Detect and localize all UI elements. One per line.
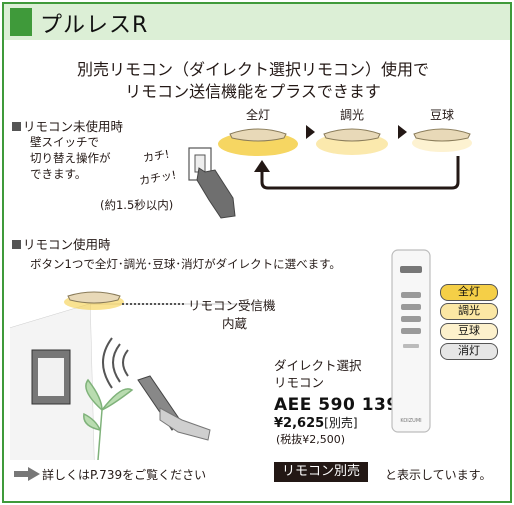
page-title: プルレスR bbox=[40, 13, 149, 38]
light-dim-fixture bbox=[323, 128, 381, 142]
mode-label-dim: 調光 bbox=[339, 108, 364, 122]
product-title-line: リモコン bbox=[274, 375, 325, 390]
product-title: ダイレクト選択 リモコン bbox=[274, 357, 362, 391]
desc-line: 切り替え操作が bbox=[30, 151, 111, 165]
remote-brand: KOIZUMI bbox=[400, 418, 421, 424]
light-full-fixture bbox=[229, 128, 287, 142]
hand-arm-icon bbox=[159, 407, 211, 441]
remote-button bbox=[401, 328, 421, 334]
ceiling-light-icon bbox=[67, 291, 121, 304]
light-night-fixture bbox=[413, 128, 471, 142]
section-title-text: リモコン未使用時 bbox=[23, 119, 124, 134]
remote-option-night: 豆球 bbox=[440, 323, 498, 340]
light-modes-illustration bbox=[218, 128, 472, 190]
mode-arrow-icon bbox=[306, 125, 315, 139]
square-bullet-icon bbox=[12, 240, 21, 249]
remote-button bbox=[401, 304, 421, 310]
with-remote-description: ボタン1つで全灯･調光･豆球･消灯がダイレクトに選べます。 bbox=[30, 257, 341, 271]
receiver-leader-line bbox=[122, 303, 184, 305]
cycle-return-arrow bbox=[260, 156, 460, 190]
remote-option-dim: 調光 bbox=[440, 303, 498, 320]
remote-slot bbox=[403, 344, 419, 348]
remote-top-button bbox=[400, 266, 422, 273]
header-accent-bar bbox=[10, 8, 32, 36]
click-sound-1: カチ! bbox=[142, 148, 170, 165]
receiver-label: リモコン受信機 bbox=[188, 298, 276, 313]
header-band: プルレスR bbox=[4, 4, 510, 40]
footer-suffix: と表示しています。 bbox=[385, 468, 492, 482]
price-value: ¥2,625 bbox=[274, 416, 325, 431]
receiver-label-2: 内蔵 bbox=[222, 316, 248, 331]
product-title-line: ダイレクト選択 bbox=[274, 358, 362, 373]
cycle-arrow-head-icon bbox=[254, 160, 270, 172]
headline-line-2: リモコン送信機能をプラスできます bbox=[125, 82, 381, 101]
footer-reference-note: 詳しくはP.739をご覧ください bbox=[42, 468, 207, 482]
remote-sold-separately-badge: リモコン別売 bbox=[274, 462, 369, 482]
time-note: (約1.5秒以内) bbox=[100, 198, 174, 212]
product-code: AEE 590 139 bbox=[274, 395, 399, 415]
section-title-no-remote: リモコン未使用時 bbox=[12, 116, 123, 135]
price-tag: [別売] bbox=[324, 416, 358, 430]
remote-control-illustration: KOIZUMI bbox=[391, 249, 431, 433]
mode-label-full: 全灯 bbox=[245, 108, 270, 122]
click-sound-2: カチッ! bbox=[138, 168, 177, 187]
picture-frame-inner bbox=[38, 358, 64, 396]
square-bullet-icon bbox=[12, 122, 21, 131]
remote-body bbox=[391, 249, 431, 433]
section-title-text: リモコン使用時 bbox=[23, 237, 111, 252]
mode-arrow-icon bbox=[398, 125, 407, 139]
remote-option-off: 消灯 bbox=[440, 343, 498, 360]
section-title-with-remote: リモコン使用時 bbox=[12, 234, 111, 253]
footer-arrow-icon bbox=[14, 467, 40, 481]
mode-label-night: 豆球 bbox=[429, 108, 454, 122]
desc-line: できます。 bbox=[30, 167, 87, 181]
plant-icon bbox=[83, 378, 134, 461]
room-illustration bbox=[9, 291, 260, 461]
product-tax-note: (税抜¥2,500) bbox=[276, 433, 346, 446]
wall-switch-illustration: カチ! カチッ! bbox=[138, 147, 236, 219]
remote-button bbox=[401, 316, 421, 322]
no-remote-description: 壁スイッチで 切り替え操作が できます。 bbox=[30, 134, 111, 182]
hand-icon bbox=[196, 167, 236, 219]
remote-option-full: 全灯 bbox=[440, 284, 498, 301]
desc-line: 壁スイッチで bbox=[30, 135, 99, 149]
headline-line-1: 別売リモコン（ダイレクト選択リモコン）使用で bbox=[76, 60, 429, 79]
signal-waves-icon bbox=[102, 337, 129, 389]
remote-button bbox=[401, 292, 421, 298]
product-price: ¥2,625[別売] bbox=[274, 414, 358, 431]
